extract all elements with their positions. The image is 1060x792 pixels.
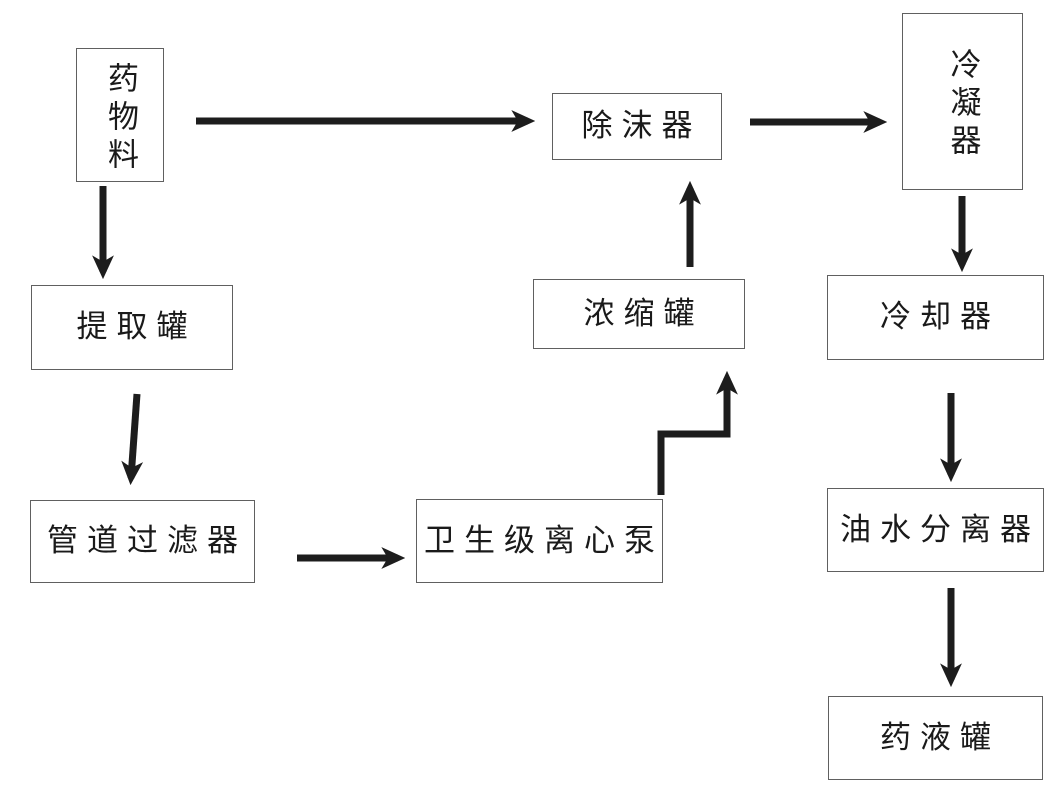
node-liquid-tank: 药液罐	[828, 696, 1043, 780]
node-concentration-tank: 浓缩罐	[533, 279, 745, 349]
node-cooler: 冷却器	[827, 275, 1044, 360]
node-concentration-tank-label: 浓缩罐	[583, 295, 704, 331]
arrow-centrifugal-pump-to-concentration-tank	[657, 370, 738, 495]
node-oil-water-separator: 油水分离器	[827, 488, 1044, 572]
node-centrifugal-pump-label: 卫生级离心泵	[424, 522, 664, 558]
node-demister-label: 除沫器	[581, 108, 702, 144]
node-liquid-tank-label: 药液罐	[880, 719, 1000, 755]
node-material: 药物料	[76, 48, 164, 182]
node-material-label: 药物料	[103, 61, 139, 176]
arrow-extraction-tank-to-pipeline-filter	[121, 393, 144, 486]
node-demister: 除沫器	[552, 93, 722, 160]
node-pipeline-filter-label: 管道过滤器	[47, 523, 247, 559]
node-pipeline-filter: 管道过滤器	[30, 500, 255, 583]
node-cooler-label: 冷却器	[880, 299, 1000, 335]
node-oil-water-separator-label: 油水分离器	[840, 511, 1040, 547]
node-extraction-tank-label: 提取罐	[76, 309, 197, 345]
node-condenser-label: 冷凝器	[945, 48, 981, 162]
node-condenser: 冷凝器	[902, 13, 1023, 190]
node-centrifugal-pump: 卫生级离心泵	[416, 499, 663, 583]
node-extraction-tank: 提取罐	[31, 285, 233, 370]
